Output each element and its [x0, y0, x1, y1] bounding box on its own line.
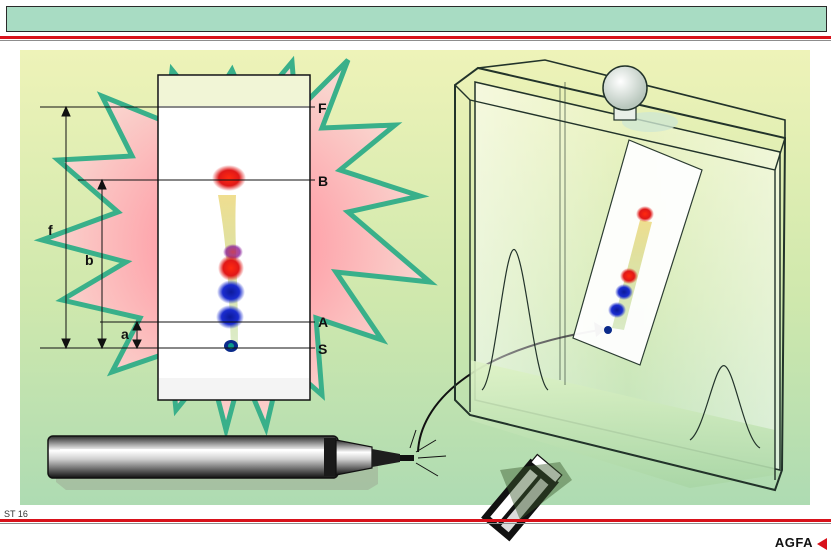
label-distance-a: a	[121, 326, 129, 342]
label-distance-f: f	[48, 222, 53, 238]
bottom-rule-gray	[0, 523, 831, 524]
label-start: S	[318, 341, 327, 357]
brand-mark-icon	[817, 538, 827, 550]
slide-code: ST 16	[4, 509, 28, 519]
red-spot	[212, 165, 246, 191]
blue-spot-2	[216, 305, 244, 329]
tlc-plate	[158, 75, 310, 400]
bottom-rule-red	[0, 519, 831, 522]
label-front: F	[318, 100, 327, 116]
label-spot-b: B	[318, 173, 328, 189]
label-distance-b: b	[85, 252, 94, 268]
blue-spot-1	[217, 280, 245, 304]
label-spot-a: A	[318, 314, 328, 330]
red-spot-lower	[218, 255, 244, 281]
brand-logo: AGFA	[775, 535, 827, 550]
brand-name: AGFA	[775, 535, 813, 550]
lid-knob	[603, 66, 647, 110]
